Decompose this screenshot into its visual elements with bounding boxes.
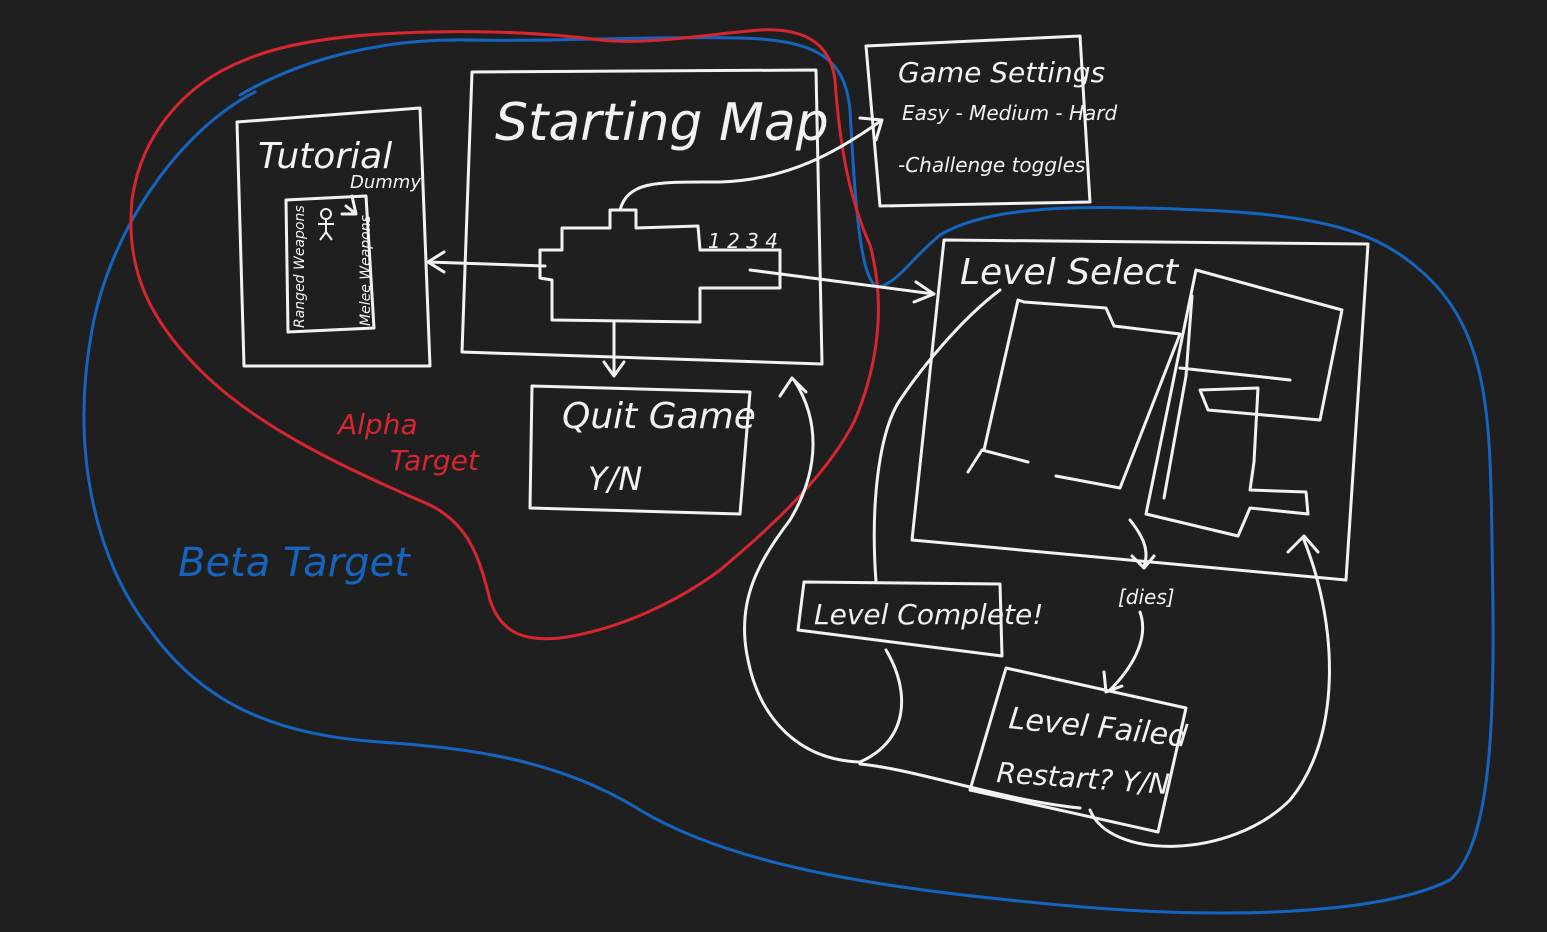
loop-failed-to-select — [1088, 534, 1331, 848]
loop-complete-to-select — [872, 288, 1002, 584]
arrow-to-level-failed — [1102, 610, 1145, 694]
dummy-arrow — [340, 194, 358, 216]
loop-failed-tail — [858, 762, 1082, 810]
arrow-to-level-select — [748, 268, 936, 304]
starting-map-box — [460, 68, 824, 366]
level-select-title: Level Select — [960, 252, 1180, 293]
starting-map-title: Starting Map — [495, 93, 829, 153]
ranged-weapons-label: Ranged Weapons — [292, 205, 308, 328]
tutorial-title: Tutorial — [258, 136, 392, 177]
level-complete-box — [796, 580, 1004, 658]
tutorial-box — [235, 106, 432, 368]
difficulty-label: Easy - Medium - Hard — [902, 101, 1118, 125]
level-complete-title: Level Complete! — [814, 598, 1043, 631]
map-numbers: 1 2 3 4 — [708, 229, 778, 253]
level-failed-title: Level Failed — [1007, 701, 1190, 755]
dummy-icon — [318, 208, 334, 241]
level-map-2 — [1144, 268, 1344, 538]
arrow-to-dies — [1128, 518, 1156, 570]
alpha-target-label-1: Alpha — [336, 408, 418, 441]
game-settings-title: Game Settings — [898, 56, 1105, 89]
level-failed-box — [968, 666, 1188, 834]
dummy-label: Dummy — [350, 172, 421, 193]
level-map-1 — [966, 298, 1182, 490]
arrow-to-settings — [618, 116, 884, 212]
tutorial-room — [284, 194, 376, 334]
beta-target-outline — [82, 36, 1495, 915]
beta-target-label: Beta Target — [178, 540, 411, 586]
quit-game-box — [528, 384, 752, 516]
map-cross — [538, 208, 782, 324]
alpha-target-outline — [129, 28, 880, 641]
arrow-to-tutorial — [426, 250, 547, 274]
dies-label: [dies] — [1118, 585, 1175, 609]
level-select-box — [910, 238, 1370, 582]
quit-game-title: Quit Game — [562, 396, 756, 437]
melee-weapons-label: Melee Weapons — [358, 215, 374, 326]
loop-complete-to-map — [743, 376, 904, 764]
level-divider — [1162, 294, 1194, 500]
quit-yn: Y/N — [588, 460, 642, 498]
alpha-target-label-2: Target — [390, 444, 480, 477]
restart-label: Restart? Y/N — [996, 756, 1171, 801]
arrow-to-quit — [602, 320, 626, 378]
game-settings-box — [864, 34, 1092, 208]
challenge-label: -Challenge toggles — [898, 153, 1085, 177]
